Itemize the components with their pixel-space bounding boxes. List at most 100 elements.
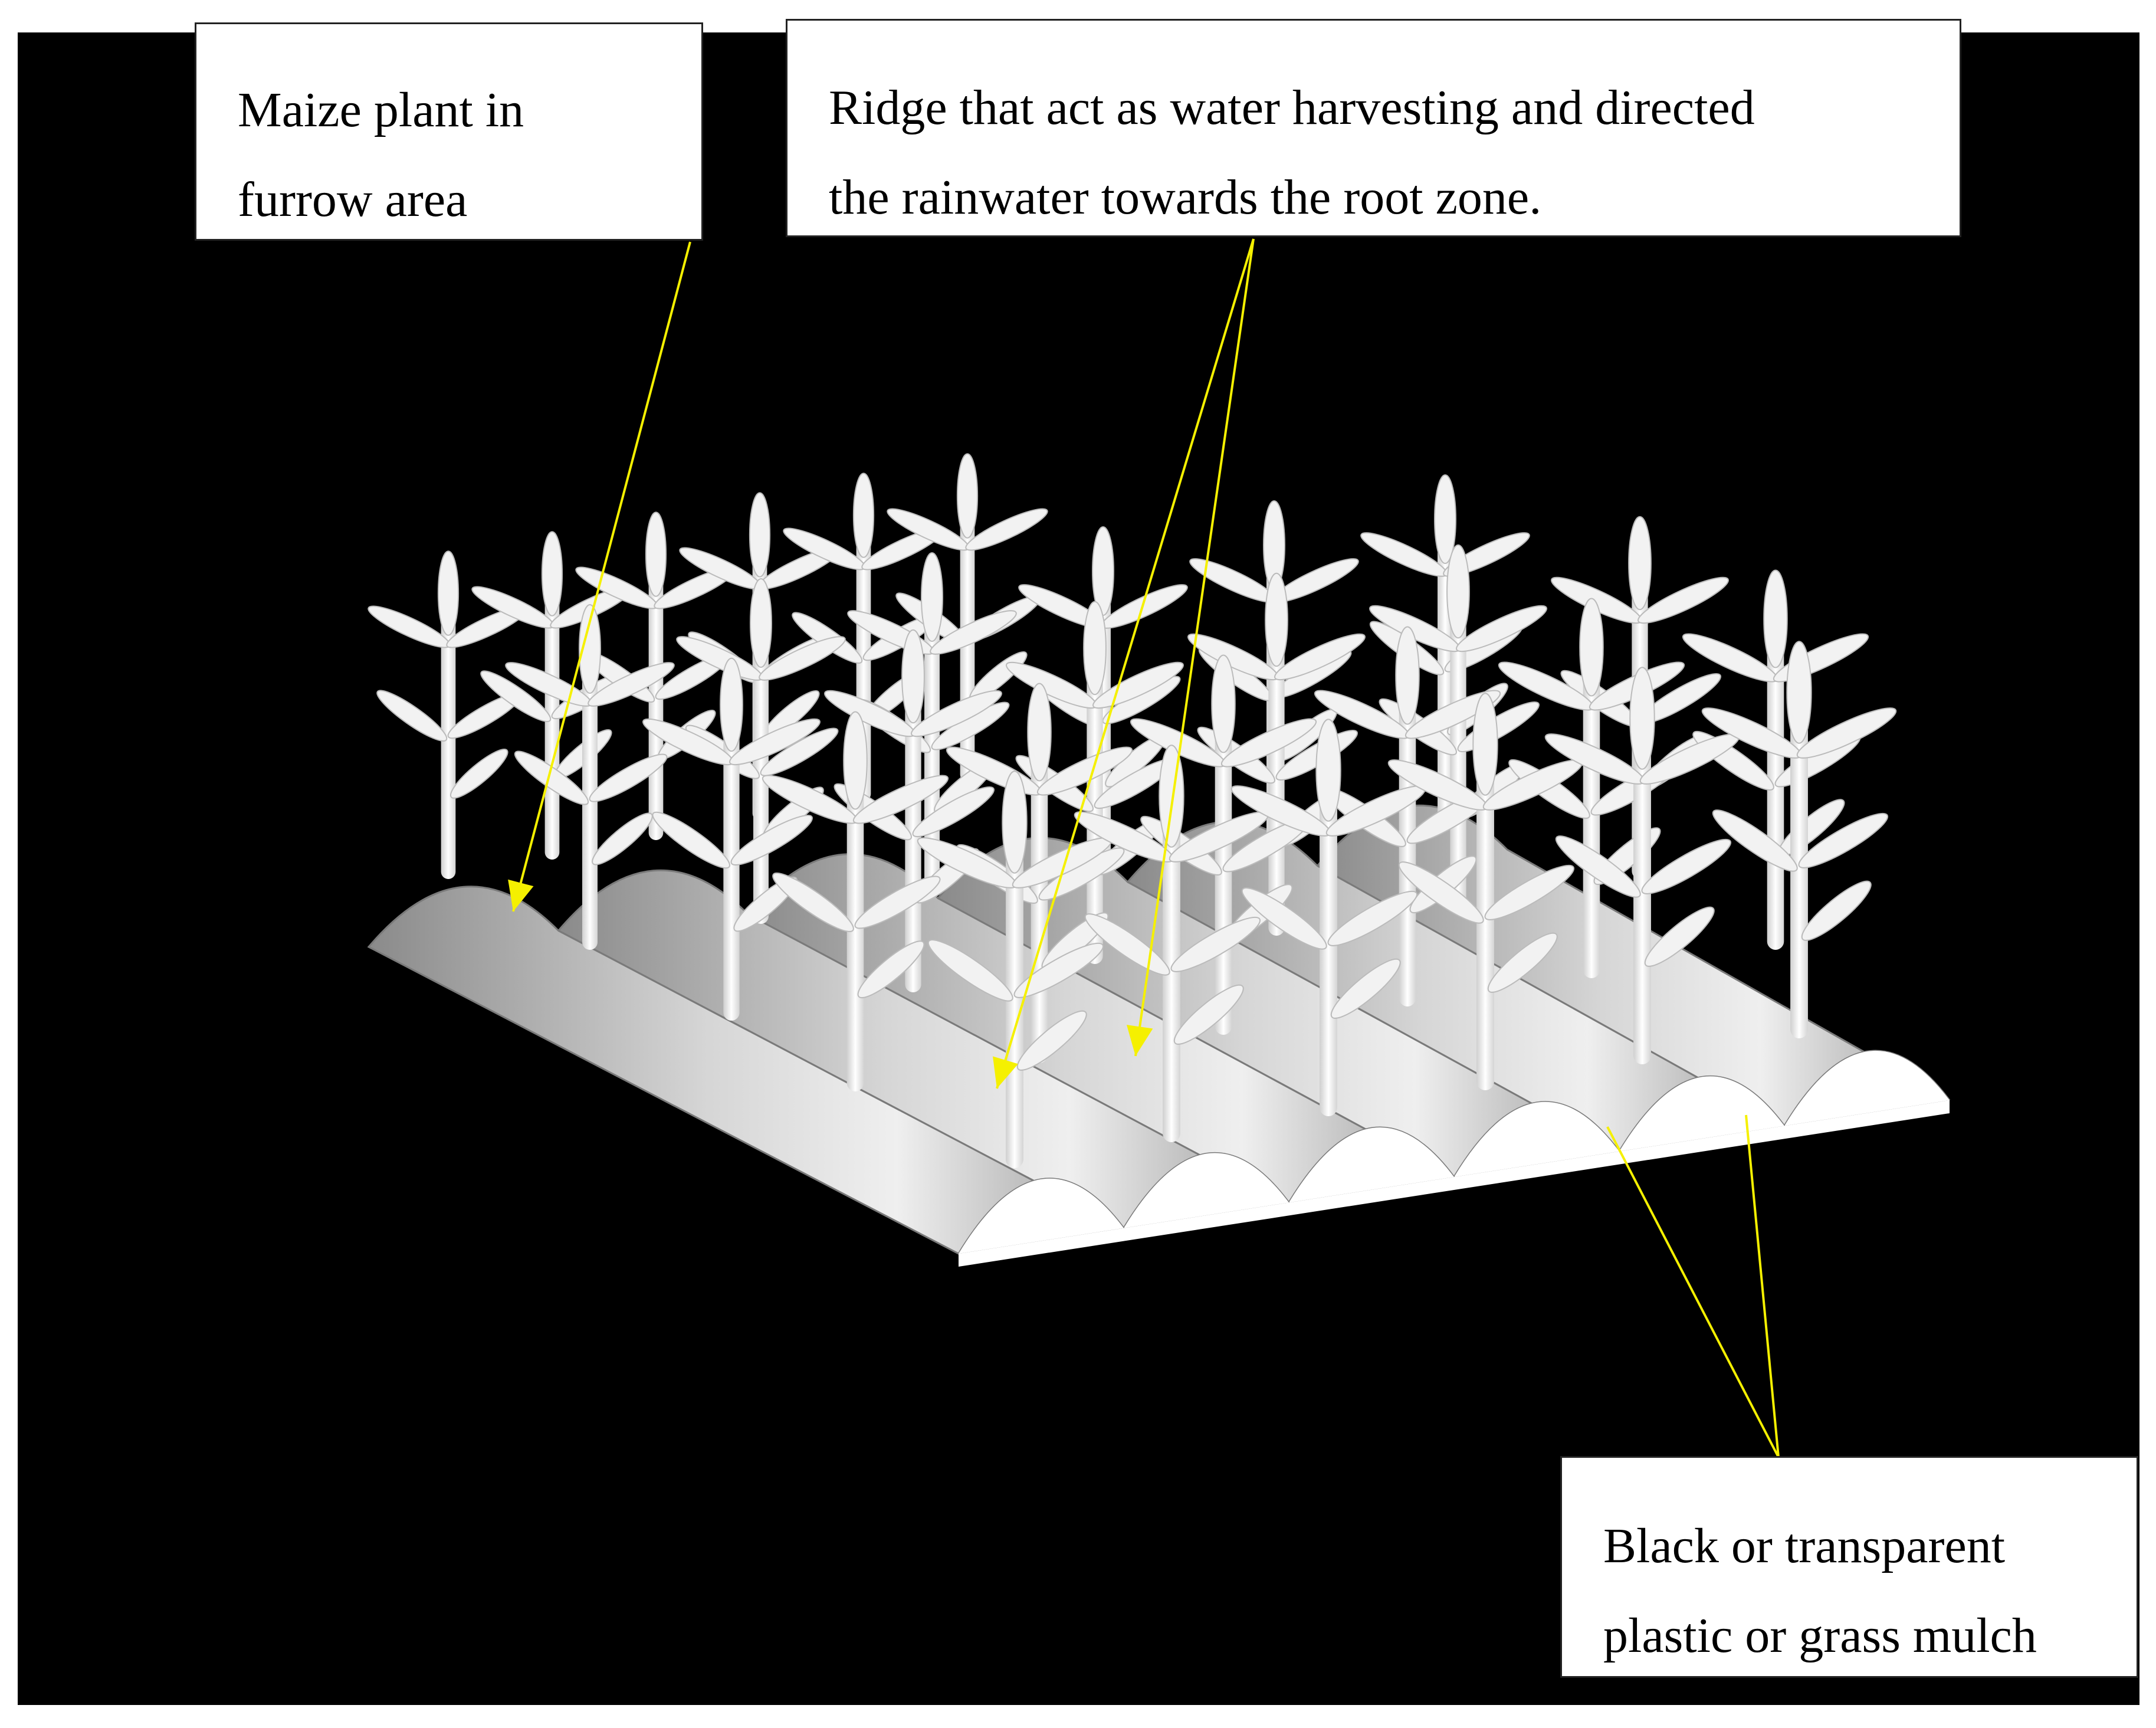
maize-leaf bbox=[759, 636, 846, 681]
maize-plant bbox=[1701, 641, 1897, 1038]
maize-label-line-2: furrow area bbox=[238, 172, 468, 227]
maize-leaf bbox=[1786, 641, 1812, 744]
maize-leaf bbox=[1241, 887, 1327, 950]
mulch-label: Black or transparent plastic or grass mu… bbox=[1560, 1456, 2138, 1678]
maize-leaf bbox=[1159, 745, 1184, 848]
ridge-leader-line bbox=[1134, 238, 1255, 1057]
maize-stem bbox=[1790, 719, 1808, 1038]
maize-plant bbox=[367, 550, 529, 879]
maize-leaf bbox=[1629, 667, 1655, 770]
maize-leaf bbox=[1315, 719, 1341, 822]
maize-leaf bbox=[729, 718, 821, 766]
soil-surface bbox=[367, 804, 1951, 1267]
maize-stem bbox=[1633, 745, 1651, 1064]
maize-leaf bbox=[1712, 809, 1798, 872]
maize-leaf bbox=[749, 492, 771, 578]
ridge-label-line-1: Ridge that act as water harvesting and d… bbox=[829, 80, 1755, 135]
maize-leaf bbox=[956, 453, 979, 539]
mulch-label-line-2: plastic or grass mulch bbox=[1603, 1608, 2037, 1663]
ridge-cross-section bbox=[1784, 1051, 1950, 1126]
maize-leaf bbox=[1796, 707, 1897, 759]
maize-leaf bbox=[480, 670, 552, 722]
arrowhead-icon bbox=[993, 1056, 1018, 1088]
maize-leaf bbox=[1484, 864, 1575, 920]
maize-leaf bbox=[854, 876, 941, 929]
maize-leaf bbox=[912, 786, 995, 838]
maize-leaf bbox=[1404, 690, 1501, 739]
maize-stem bbox=[1006, 849, 1023, 1168]
mulch-leader-line bbox=[1745, 1114, 1780, 1458]
maize-leaf bbox=[1644, 906, 1715, 967]
maize-leaf bbox=[1013, 942, 1104, 998]
maize-leaf bbox=[965, 508, 1048, 551]
maize-leaf bbox=[852, 473, 875, 558]
maize-leaf bbox=[437, 550, 460, 636]
maize-leaf bbox=[1265, 572, 1288, 667]
maize-stem bbox=[1767, 645, 1784, 950]
maize-plant bbox=[1544, 667, 1740, 1064]
maize-plant bbox=[642, 657, 821, 1021]
maize-leaf bbox=[1628, 516, 1652, 611]
maize-leaf bbox=[541, 531, 563, 617]
maize-leaf bbox=[750, 578, 772, 668]
maize-stem bbox=[441, 615, 456, 879]
maize-leaf bbox=[1487, 932, 1558, 993]
arrowhead-icon bbox=[508, 879, 534, 911]
maize-leaf bbox=[376, 690, 448, 742]
maize-stem bbox=[846, 786, 864, 1091]
mulch-leader-line bbox=[1606, 1126, 1780, 1458]
maize-leaf bbox=[1220, 718, 1317, 768]
maize-stem bbox=[1031, 758, 1048, 1063]
maize-leaf bbox=[1274, 633, 1366, 681]
maize-leaf bbox=[1446, 544, 1470, 639]
maize-leaf bbox=[1641, 838, 1732, 894]
arrowhead-icon bbox=[1126, 1025, 1153, 1056]
maize-leaf bbox=[1327, 890, 1418, 946]
ridge-cross-section bbox=[1289, 1127, 1454, 1203]
maize-leaf bbox=[588, 662, 675, 707]
ridge-cross-section bbox=[1454, 1101, 1619, 1177]
maize-leaf bbox=[592, 812, 653, 865]
ridge-label-line-2: the rainwater towards the root zone. bbox=[829, 170, 1542, 225]
maize-leaf bbox=[720, 657, 743, 752]
leader-lines bbox=[508, 238, 1780, 1458]
maize-leaf bbox=[652, 811, 730, 869]
maize-leaf bbox=[1398, 861, 1484, 924]
maize-leaf bbox=[730, 815, 813, 866]
maize-stem bbox=[1268, 644, 1285, 936]
maize-stem bbox=[1476, 771, 1494, 1090]
maize-leaf bbox=[1801, 880, 1872, 941]
maize-leaf bbox=[927, 939, 1013, 1002]
maize-leaf bbox=[857, 940, 925, 999]
maize-leaf bbox=[1456, 605, 1547, 652]
maize-label-line-1: Maize plant in bbox=[238, 83, 524, 137]
maize-stem bbox=[544, 596, 560, 860]
maize-leaf bbox=[911, 690, 1002, 737]
maize-leaf bbox=[1395, 626, 1420, 725]
maize-leader-line bbox=[512, 241, 691, 912]
maize-plant bbox=[917, 770, 1113, 1168]
maize-plants bbox=[367, 453, 1897, 1168]
maize-leaf bbox=[1637, 576, 1729, 624]
maize-stem bbox=[1450, 616, 1466, 907]
maize-plant bbox=[1074, 745, 1269, 1142]
maize-plant-label: Maize plant in furrow area bbox=[195, 22, 703, 241]
maize-leaf bbox=[1002, 770, 1028, 874]
maize-leaf bbox=[1016, 1010, 1087, 1071]
maize-plant bbox=[1387, 693, 1583, 1090]
maize-leaf bbox=[843, 711, 868, 810]
maize-leaf bbox=[1173, 984, 1244, 1045]
maize-leaf bbox=[1472, 693, 1498, 796]
maize-stem bbox=[905, 701, 921, 992]
field-front-edge bbox=[959, 1100, 1950, 1267]
maize-stem bbox=[723, 729, 740, 1021]
maize-stem bbox=[1163, 823, 1180, 1142]
ridge-cross-section bbox=[1619, 1076, 1784, 1152]
maize-leaf bbox=[579, 604, 601, 694]
maize-stem bbox=[1320, 797, 1337, 1116]
maize-plant bbox=[1230, 719, 1426, 1116]
maize-leaf bbox=[930, 610, 1017, 655]
maize-leaf bbox=[921, 552, 943, 642]
